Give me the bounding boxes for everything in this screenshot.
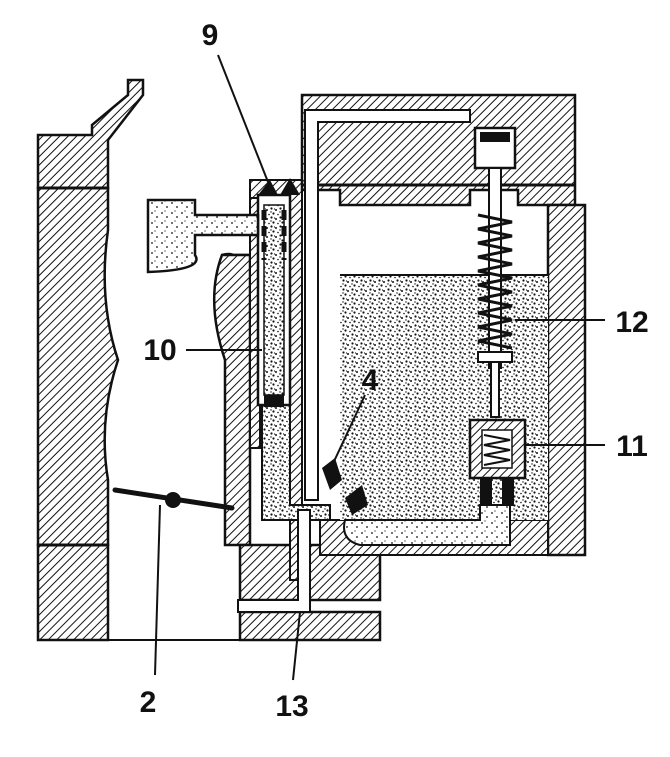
air-jet-9: [258, 178, 300, 195]
callout-label-9: 9: [202, 19, 219, 52]
callout-label-2: 2: [140, 686, 157, 719]
callout-label-13: 13: [275, 690, 308, 723]
emulsion-tube: [256, 193, 292, 407]
left-housing-wall: [36, 78, 145, 642]
fuel-reservoir: [340, 275, 548, 520]
bypass-channel: [237, 509, 311, 613]
callout-label-10: 10: [143, 334, 176, 367]
leader-lines: [154, 54, 605, 681]
callout-label-12: 12: [615, 306, 648, 339]
float-chamber-right-wall: [546, 203, 587, 557]
plunger-spring-12: [473, 126, 517, 369]
callout-label-11: 11: [616, 430, 648, 463]
discharge-nozzle: [146, 198, 260, 274]
pump-discharge-passage: [343, 504, 511, 546]
throttle-valve-2: [112, 487, 235, 511]
callout-label-4: 4: [362, 364, 379, 397]
air-channel: [304, 109, 471, 501]
pump-valve-11: [468, 361, 527, 506]
check-valve-4: [322, 458, 368, 515]
